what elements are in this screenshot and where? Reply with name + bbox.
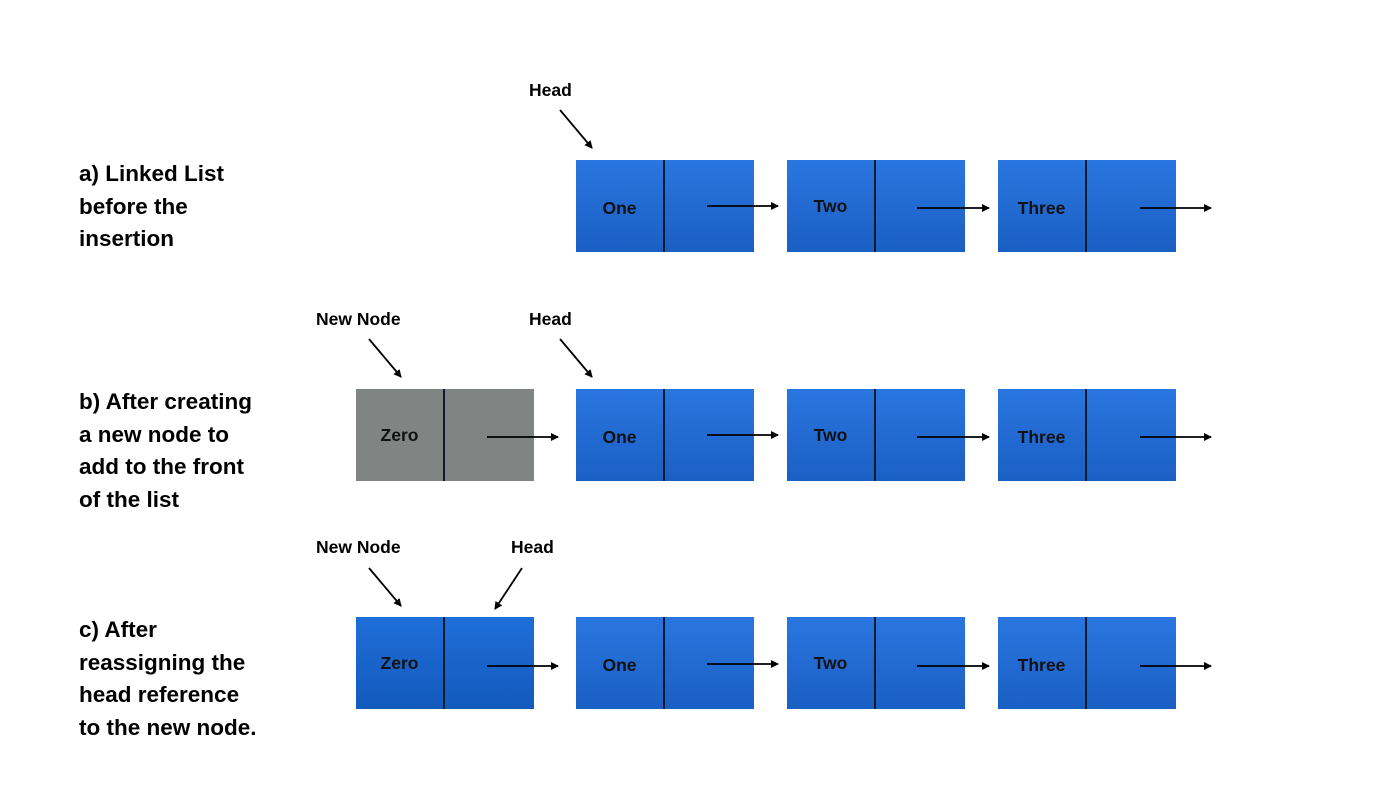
node-next-field bbox=[876, 160, 965, 252]
node-zero: Zero bbox=[356, 617, 534, 709]
new-node-pointer-arrow bbox=[368, 567, 402, 607]
node-next-field bbox=[876, 389, 965, 481]
node-next-field bbox=[876, 617, 965, 709]
node-one: One bbox=[576, 389, 754, 481]
node-two: Two bbox=[787, 160, 965, 252]
section-a-label: a) Linked List before the insertion bbox=[79, 161, 225, 251]
node-next-field bbox=[445, 389, 534, 481]
head-pointer-label: Head bbox=[529, 309, 572, 329]
node-next-field bbox=[1087, 160, 1176, 252]
new-node-pointer-arrow bbox=[368, 338, 402, 378]
node-next-field bbox=[665, 389, 754, 481]
head-pointer-label: Head bbox=[529, 80, 572, 100]
head-pointer-label: Head bbox=[511, 537, 554, 557]
section-c-label: c) After reassigning the head reference … bbox=[79, 617, 257, 740]
node-value: Two bbox=[813, 653, 848, 673]
node-three: Three bbox=[998, 160, 1176, 252]
node-value: One bbox=[602, 198, 637, 218]
node-two: Two bbox=[787, 389, 965, 481]
head-pointer-arrow bbox=[559, 109, 593, 149]
node-data-field: Two bbox=[787, 389, 876, 481]
node-value: Zero bbox=[380, 425, 419, 445]
node-value: Three bbox=[1017, 655, 1066, 675]
node-two: Two bbox=[787, 617, 965, 709]
node-value: Three bbox=[1017, 198, 1066, 218]
new-node-pointer-label: New Node bbox=[316, 309, 401, 329]
node-three: Three bbox=[998, 617, 1176, 709]
node-one: One bbox=[576, 160, 754, 252]
node-value: Three bbox=[1017, 427, 1066, 447]
node-data-field: One bbox=[576, 160, 665, 252]
node-data-field: Two bbox=[787, 160, 876, 252]
node-next-field bbox=[1087, 389, 1176, 481]
node-data-field: Zero bbox=[356, 617, 445, 709]
node-zero: Zero bbox=[356, 389, 534, 481]
node-data-field: One bbox=[576, 617, 665, 709]
node-value: Zero bbox=[380, 653, 419, 673]
node-data-field: Three bbox=[998, 389, 1087, 481]
node-value: One bbox=[602, 655, 637, 675]
node-next-field bbox=[665, 617, 754, 709]
section-b-label: b) After creating a new node to add to t… bbox=[79, 389, 252, 512]
node-value: Two bbox=[813, 425, 848, 445]
head-pointer-arrow bbox=[494, 567, 523, 610]
node-next-field bbox=[445, 617, 534, 709]
node-data-field: One bbox=[576, 389, 665, 481]
node-data-field: Three bbox=[998, 617, 1087, 709]
head-pointer-arrow bbox=[559, 338, 593, 378]
node-data-field: Zero bbox=[356, 389, 445, 481]
node-three: Three bbox=[998, 389, 1176, 481]
node-data-field: Three bbox=[998, 160, 1087, 252]
node-value: One bbox=[602, 427, 637, 447]
node-data-field: Two bbox=[787, 617, 876, 709]
node-value: Two bbox=[813, 196, 848, 216]
new-node-pointer-label: New Node bbox=[316, 537, 401, 557]
node-next-field bbox=[665, 160, 754, 252]
node-one: One bbox=[576, 617, 754, 709]
node-next-field bbox=[1087, 617, 1176, 709]
